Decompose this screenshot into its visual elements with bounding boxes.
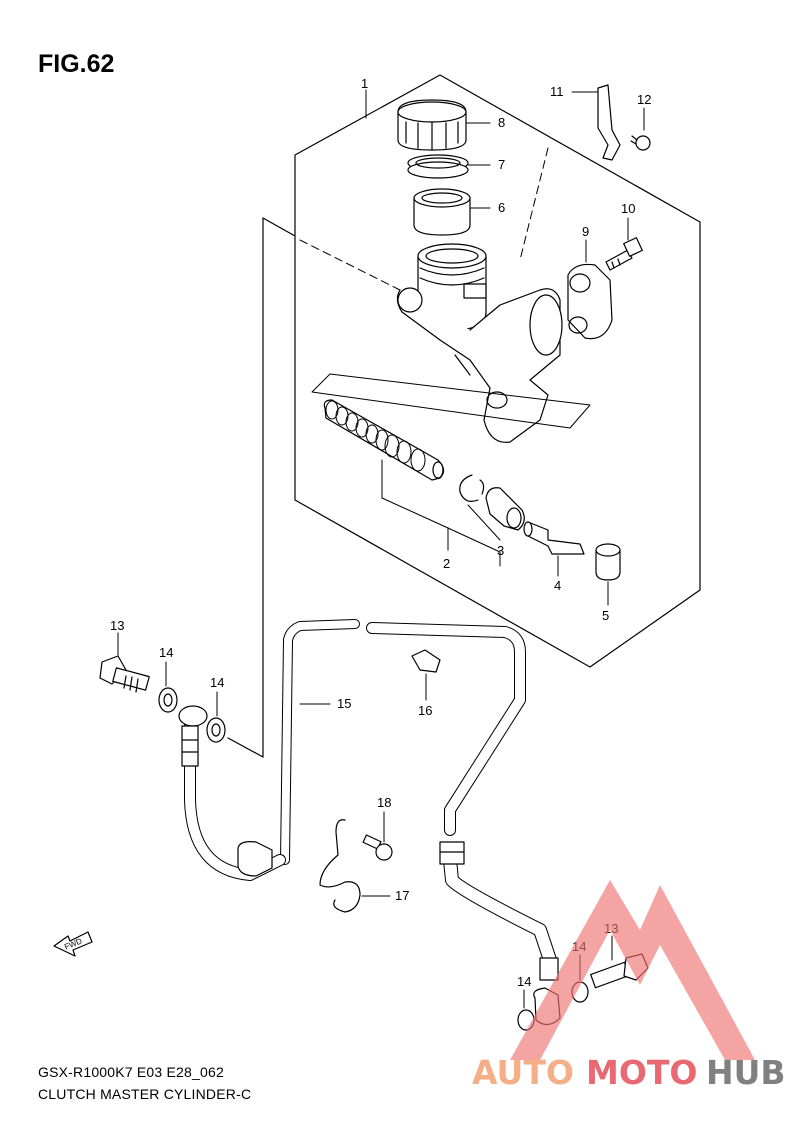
callout-14-d: 14	[517, 974, 531, 989]
dust-cap-5	[595, 543, 621, 581]
callout-4: 4	[554, 578, 561, 593]
switch-bracket-11	[597, 84, 621, 161]
hose-joint-mid	[237, 841, 273, 877]
callout-11: 11	[550, 84, 564, 99]
callout-5: 5	[602, 608, 609, 623]
union-bolt-13-upper	[99, 655, 150, 693]
push-rod-4	[523, 521, 585, 555]
callout-7: 7	[498, 157, 505, 172]
guide-lines	[299, 147, 549, 291]
callout-15: 15	[337, 696, 351, 711]
callout-14-b: 14	[210, 675, 224, 690]
screw-12	[630, 135, 651, 151]
watermark-hub: HUB	[706, 1053, 786, 1092]
callout-14-a: 14	[159, 645, 173, 660]
master-cylinder-body	[396, 243, 563, 443]
watermark-auto: AUTO	[472, 1053, 574, 1092]
clutch-hose-15	[184, 619, 557, 967]
callout-10: 10	[621, 201, 635, 216]
callout-2: 2	[443, 556, 450, 571]
callout-6: 6	[498, 200, 505, 215]
leader-lines	[117, 89, 645, 1009]
hose-fitting-upper	[178, 705, 208, 767]
holder-9	[567, 263, 613, 340]
piston-kit-2	[323, 399, 445, 481]
piston-kit-frame	[311, 373, 591, 429]
bolt-18	[362, 834, 393, 861]
callout-labels: 1 2 3 4 5 6 7 8 9 10 11 12 13 14 14 15 1…	[63, 76, 651, 989]
boot-3	[485, 487, 525, 531]
hose-clamp-16	[411, 649, 441, 673]
callout-13-upper: 13	[110, 618, 124, 633]
hose-guide-17	[319, 819, 361, 913]
callout-16: 16	[418, 703, 432, 718]
watermark-logo: AUTO MOTO HUB	[472, 880, 786, 1092]
figure-title: FIG.62	[38, 50, 115, 78]
hose-joint-right	[439, 841, 465, 865]
figure-caption: CLUTCH MASTER CYLINDER-C	[38, 1086, 252, 1102]
diaphragm-6	[413, 188, 471, 236]
diaphragm-plate-7	[407, 154, 469, 179]
washer-14-a	[158, 687, 178, 713]
fwd-arrow-icon	[53, 931, 93, 957]
assembly-1-outline	[294, 74, 701, 668]
model-code: GSX-R1000K7 E03 E28_062	[38, 1064, 224, 1080]
circlip	[459, 474, 485, 502]
washer-14-b	[206, 717, 226, 743]
callout-9: 9	[582, 224, 589, 239]
callout-18: 18	[377, 795, 391, 810]
callout-8: 8	[498, 115, 505, 130]
callout-3: 3	[497, 543, 504, 558]
callout-17: 17	[395, 888, 409, 903]
callout-1: 1	[361, 76, 368, 91]
watermark-moto: MOTO	[586, 1053, 697, 1092]
reservoir-cap-8	[397, 99, 467, 151]
callout-12: 12	[637, 92, 651, 107]
bolt-10	[605, 237, 643, 271]
